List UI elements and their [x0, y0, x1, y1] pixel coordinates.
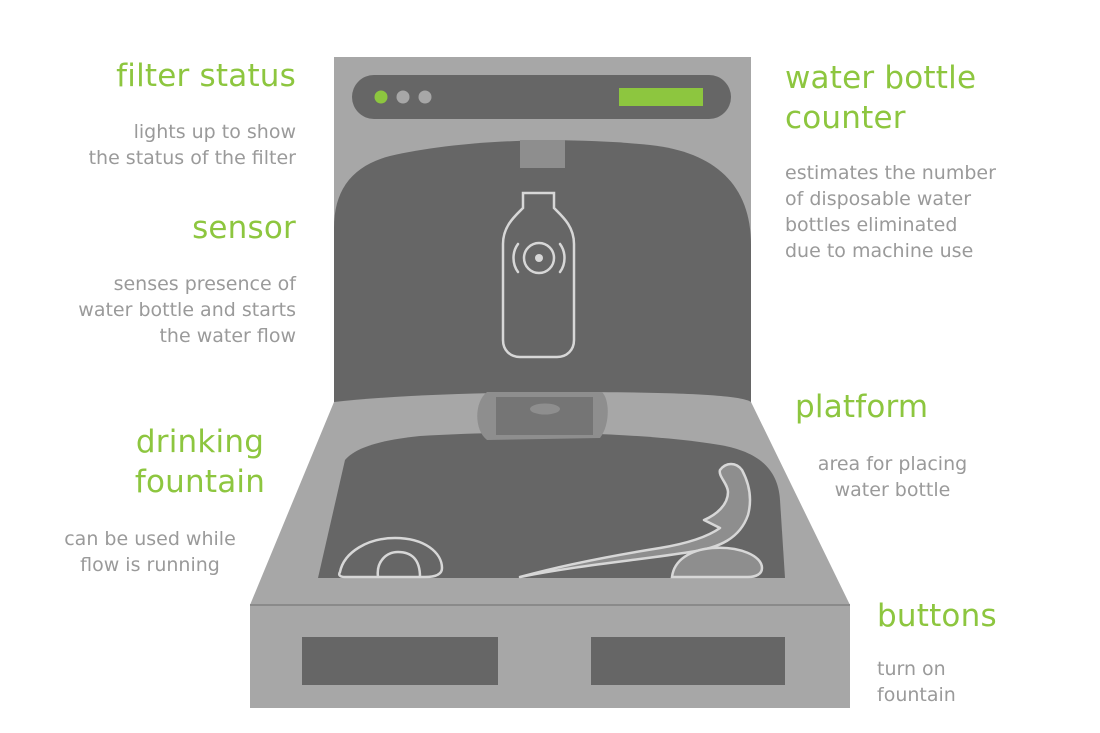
bottle-outline [501, 191, 576, 359]
fountain-button-left[interactable] [302, 637, 498, 685]
bottle-sensor [501, 191, 576, 359]
basin-interior [318, 432, 785, 578]
water-spout [520, 140, 565, 168]
filter-status-label: filter status lights up to show the stat… [89, 56, 296, 171]
platform-title: platform [795, 389, 929, 425]
platform-grate [496, 397, 593, 435]
platform-drain [530, 403, 560, 415]
filter-status-light-off-1 [396, 90, 410, 104]
filter-status-light-off-2 [418, 90, 432, 104]
sensor-description: senses presence of water bottle and star… [78, 273, 296, 347]
recess-back-wall [334, 140, 751, 437]
drinking-fountain-title: drinking fountain [134, 424, 266, 500]
bubbler-inner [376, 550, 422, 578]
drinking-fountain-description: can be used while flow is running [64, 528, 236, 576]
fountain-water-arc [518, 462, 752, 579]
water-bottle-counter-label: water bottle counter estimates the numbe… [785, 58, 996, 264]
sensor-title: sensor [192, 210, 296, 246]
sensor-wave-left [512, 242, 520, 274]
sensor-label: sensor senses presence of water bottle a… [78, 208, 296, 349]
buttons-description: turn on fountain [877, 658, 956, 706]
platform-description: area for placing water bottle [817, 453, 968, 501]
water-bottle-counter-description: estimates the number of disposable water… [785, 162, 996, 262]
drinking-fountain-label: drinking fountain [100, 422, 300, 502]
fountain-nozzle [670, 546, 764, 579]
bubbler-mount [338, 536, 444, 579]
filter-status-title: filter status [116, 58, 296, 94]
filter-status-light-on [374, 90, 388, 104]
bottle-counter-display [619, 88, 703, 106]
buttons-title: buttons [877, 598, 997, 634]
water-bottle-counter-title: water bottle counter [785, 60, 977, 136]
display-panel [352, 75, 731, 119]
buttons-label: buttons turn on fountain [877, 596, 997, 708]
filter-status-description: lights up to show the status of the filt… [88, 121, 296, 169]
fountain-button-right[interactable] [591, 637, 785, 685]
sensor-ring [522, 241, 556, 275]
sensor-wave-right [558, 242, 566, 274]
platform-title-wrap: platform [795, 387, 928, 427]
sensor-dot [535, 254, 543, 262]
